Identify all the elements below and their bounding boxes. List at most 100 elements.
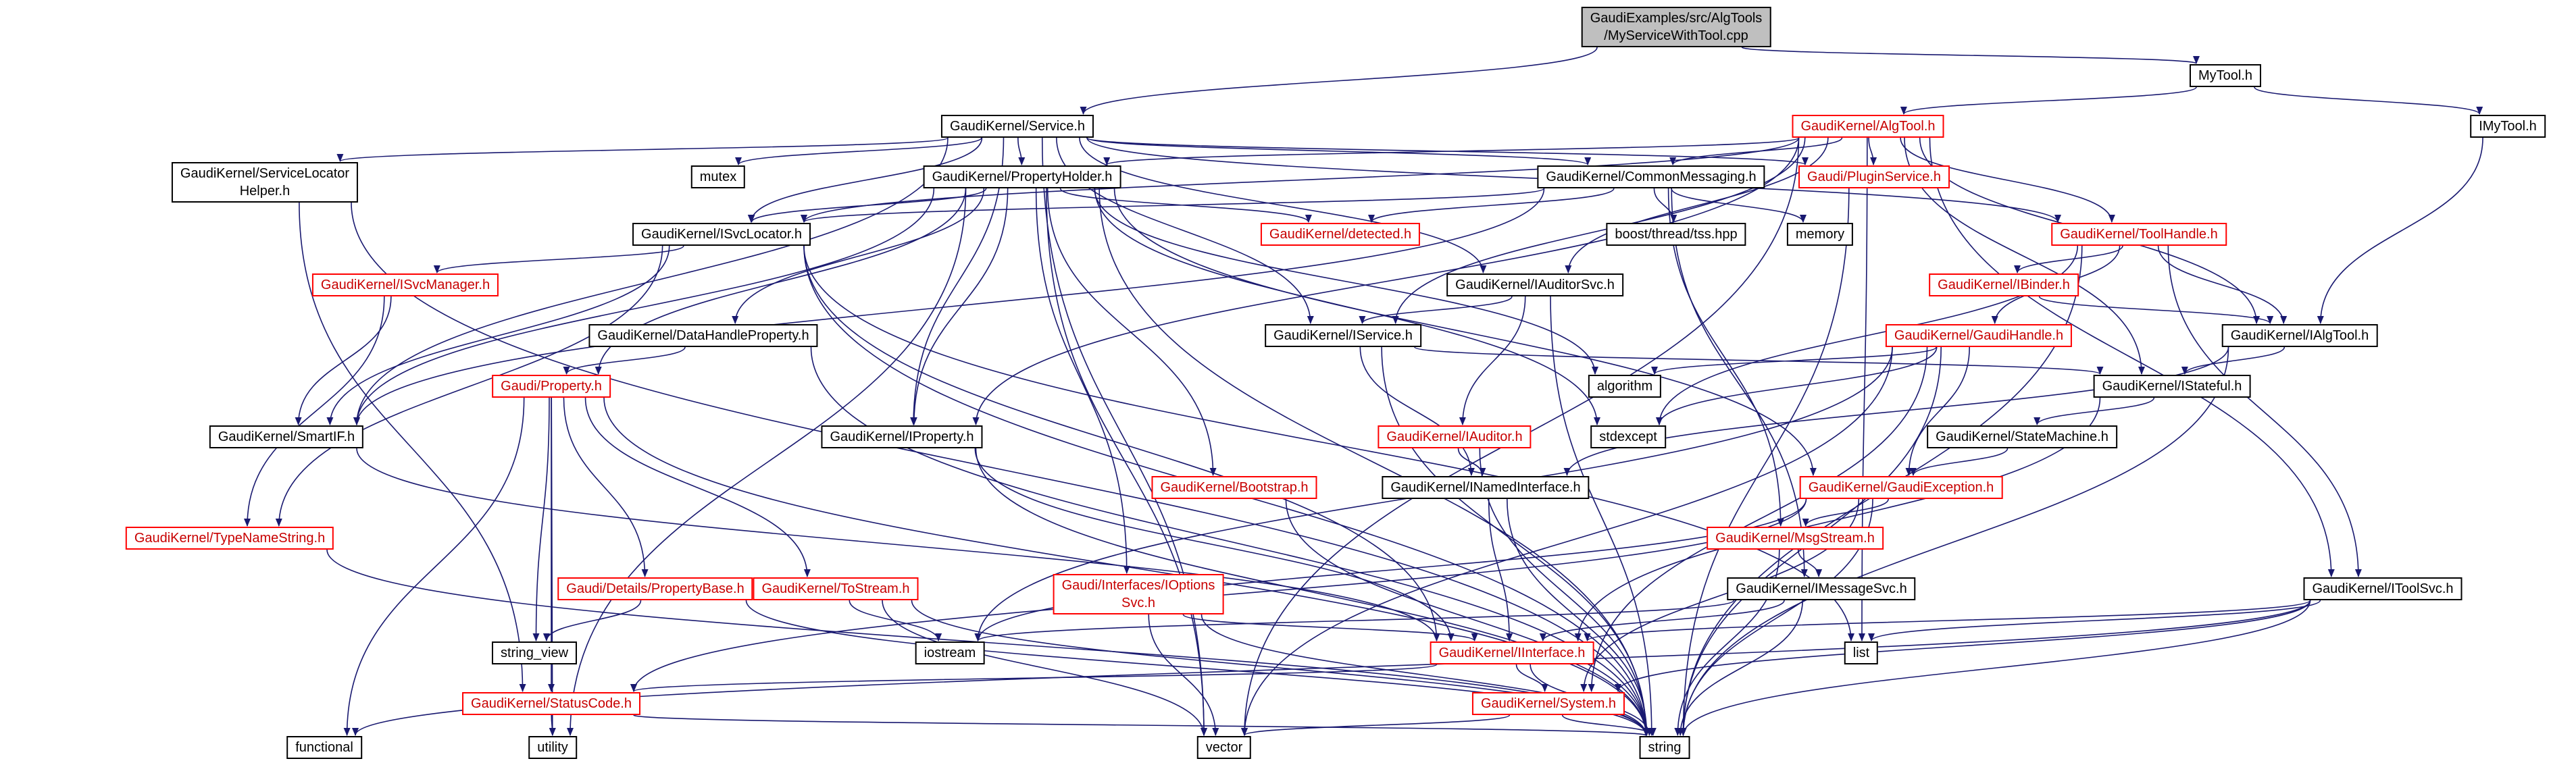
graph-node-label: string xyxy=(1648,740,1682,755)
include-edge-gaudihandle-gaudiexception xyxy=(1905,346,1970,476)
include-edge-msgstream-imessagesvc xyxy=(1797,549,1823,577)
graph-node-label: stdexcept xyxy=(1599,429,1657,444)
graph-node-label: GaudiKernel/ISvcManager.h xyxy=(320,278,490,292)
include-edge-tostream-iostream xyxy=(849,600,942,641)
include-edge-istateful-statemachine xyxy=(2034,397,2155,425)
graph-node-statemachine[interactable]: GaudiKernel/StateMachine.h xyxy=(1927,425,2117,448)
include-edge-gaudiexception-iostream xyxy=(974,498,1807,641)
include-edge-itoolsvc-functional xyxy=(352,600,2311,736)
graph-node-imytool[interactable]: IMyTool.h xyxy=(2470,115,2546,138)
graph-node-system[interactable]: GaudiKernel/System.h xyxy=(1471,692,1625,715)
include-edge-propholder-detected xyxy=(1059,188,1312,223)
include-edge-statuscode-string xyxy=(633,714,1649,736)
graph-node-utility[interactable]: utility xyxy=(528,736,577,759)
graph-node-bootstrap[interactable]: GaudiKernel/Bootstrap.h xyxy=(1151,476,1317,499)
include-edge-commonmsg-detected xyxy=(1368,188,1615,223)
graph-node-algtool[interactable]: GaudiKernel/AlgTool.h xyxy=(1792,115,1944,138)
graph-node-imessagesvc[interactable]: GaudiKernel/IMessageSvc.h xyxy=(1727,577,1916,600)
graph-node-string[interactable]: string xyxy=(1639,736,1690,759)
include-edge-property-string xyxy=(603,397,1650,736)
include-edge-commonmsg-isvclocator xyxy=(801,188,1545,223)
graph-node-label: GaudiKernel/StatusCode.h xyxy=(471,696,632,711)
graph-node-iservice[interactable]: GaudiKernel/IService.h xyxy=(1265,324,1421,347)
graph-node-mutex[interactable]: mutex xyxy=(690,165,746,188)
graph-node-namedinterface[interactable]: GaudiKernel/INamedInterface.h xyxy=(1382,476,1590,499)
graph-node-iostream[interactable]: iostream xyxy=(915,641,985,664)
graph-node-detected[interactable]: GaudiKernel/detected.h xyxy=(1260,223,1421,246)
include-edge-system-vector xyxy=(1241,714,1511,736)
include-edge-statuscode-utility xyxy=(549,714,556,736)
graph-node-memory[interactable]: memory xyxy=(1786,223,1854,246)
graph-node-gaudiexception[interactable]: GaudiKernel/GaudiException.h xyxy=(1799,476,2003,499)
include-edge-propholder-ioptionssvc xyxy=(1035,188,1130,574)
include-edge-algtool-pluginsvc xyxy=(1868,137,1877,165)
include-edge-iinterface-system xyxy=(1515,664,1548,692)
include-edge-ibinder-ialgtool xyxy=(2038,296,2274,324)
graph-node-isvclocator[interactable]: GaudiKernel/ISvcLocator.h xyxy=(632,223,811,246)
graph-node-label: /MyServiceWithTool.cpp xyxy=(1604,28,1748,43)
include-edge-mytool-algtool xyxy=(1900,86,2197,115)
include-edge-tostream-vector xyxy=(882,600,1207,736)
include-edge-property-tostream xyxy=(584,397,811,577)
graph-node-label: memory xyxy=(1795,227,1845,242)
include-edge-gaudihandle-algorithm xyxy=(1651,346,1937,375)
graph-node-label: string_view xyxy=(500,646,569,660)
graph-node-label: vector xyxy=(1205,740,1243,755)
graph-node-vector[interactable]: vector xyxy=(1196,736,1252,759)
graph-node-label: GaudiKernel/ISvcLocator.h xyxy=(641,227,802,242)
graph-node-statuscode[interactable]: GaudiKernel/StatusCode.h xyxy=(462,692,640,715)
graph-node-functional[interactable]: functional xyxy=(286,736,362,759)
include-edge-property-utility xyxy=(549,397,556,736)
graph-node-iauditor[interactable]: GaudiKernel/IAuditor.h xyxy=(1378,425,1532,448)
graph-node-commonmsg[interactable]: GaudiKernel/CommonMessaging.h xyxy=(1537,165,1765,188)
include-edge-ioptionssvc-string xyxy=(1201,614,1650,736)
graph-node-propholder[interactable]: GaudiKernel/PropertyHolder.h xyxy=(923,165,1121,188)
include-edge-ioptionssvc-vector xyxy=(1148,614,1219,736)
graph-node-cpp[interactable]: GaudiExamples/src/AlgTools/MyServiceWith… xyxy=(1581,7,1771,47)
graph-node-msgstream[interactable]: GaudiKernel/MsgStream.h xyxy=(1707,527,1884,550)
include-edge-property-functional xyxy=(343,397,525,736)
include-edge-datahandleprop-string xyxy=(810,346,1650,736)
graph-node-algorithm[interactable]: algorithm xyxy=(1588,375,1662,398)
graph-node-label: GaudiKernel/StateMachine.h xyxy=(1936,429,2108,444)
graph-node-isvcmanager[interactable]: GaudiKernel/ISvcManager.h xyxy=(311,273,499,296)
graph-node-iinterface[interactable]: GaudiKernel/IInterface.h xyxy=(1430,641,1594,664)
graph-node-datahandleprop[interactable]: GaudiKernel/DataHandleProperty.h xyxy=(588,324,818,347)
include-edge-iauditorsvc-iauditor xyxy=(1459,296,1526,425)
graph-node-ialgtool[interactable]: GaudiKernel/IAlgTool.h xyxy=(2221,324,2378,347)
graph-node-list[interactable]: list xyxy=(1844,641,1879,664)
graph-node-toolhandle[interactable]: GaudiKernel/ToolHandle.h xyxy=(2051,223,2227,246)
graph-node-boosttss[interactable]: boost/thread/tss.hpp xyxy=(1606,223,1746,246)
graph-node-typenamestring[interactable]: GaudiKernel/TypeNameString.h xyxy=(125,527,334,550)
graph-node-gaudihandle[interactable]: GaudiKernel/GaudiHandle.h xyxy=(1885,324,2073,347)
graph-node-service[interactable]: GaudiKernel/Service.h xyxy=(940,115,1094,138)
graph-node-label: GaudiKernel/IAuditor.h xyxy=(1386,429,1523,444)
include-edge-ialgtool-namedinterface xyxy=(1563,346,2229,476)
graph-node-label: algorithm xyxy=(1596,379,1653,394)
graph-node-smartif[interactable]: GaudiKernel/SmartIF.h xyxy=(209,425,364,448)
graph-node-iauditorsvc[interactable]: GaudiKernel/IAuditorSvc.h xyxy=(1446,273,1623,296)
include-edge-itoolsvc-list xyxy=(1868,600,2321,641)
graph-node-label: utility xyxy=(537,740,568,755)
include-edge-propholder-datahandleprop xyxy=(732,188,985,324)
graph-node-stdexcept[interactable]: stdexcept xyxy=(1590,425,1666,448)
graph-node-label: GaudiKernel/detected.h xyxy=(1269,227,1412,242)
include-edge-imytool-ialgtool xyxy=(2317,137,2483,324)
graph-node-istateful[interactable]: GaudiKernel/IStateful.h xyxy=(2093,375,2251,398)
graph-node-mytool[interactable]: MyTool.h xyxy=(2189,64,2262,87)
graph-node-tostream[interactable]: GaudiKernel/ToStream.h xyxy=(753,577,919,600)
include-edge-iauditor-namedinterface xyxy=(1457,448,1486,476)
graph-node-propertybase[interactable]: Gaudi/Details/PropertyBase.h xyxy=(557,577,753,600)
graph-node-itoolsvc[interactable]: GaudiKernel/IToolSvc.h xyxy=(2303,577,2463,600)
graph-node-pluginsvc[interactable]: Gaudi/PluginService.h xyxy=(1798,165,1950,188)
include-edge-service-mutex xyxy=(735,137,982,165)
graph-node-property[interactable]: Gaudi/Property.h xyxy=(492,375,611,398)
graph-node-stringview[interactable]: string_view xyxy=(491,641,578,664)
include-edge-commonmsg-memory xyxy=(1671,188,1807,223)
graph-node-label: GaudiKernel/IInterface.h xyxy=(1438,646,1586,660)
graph-node-label: GaudiKernel/DataHandleProperty.h xyxy=(597,328,809,343)
graph-node-iproperty[interactable]: GaudiKernel/IProperty.h xyxy=(821,425,983,448)
graph-node-ibinder[interactable]: GaudiKernel/IBinder.h xyxy=(1929,273,2079,296)
